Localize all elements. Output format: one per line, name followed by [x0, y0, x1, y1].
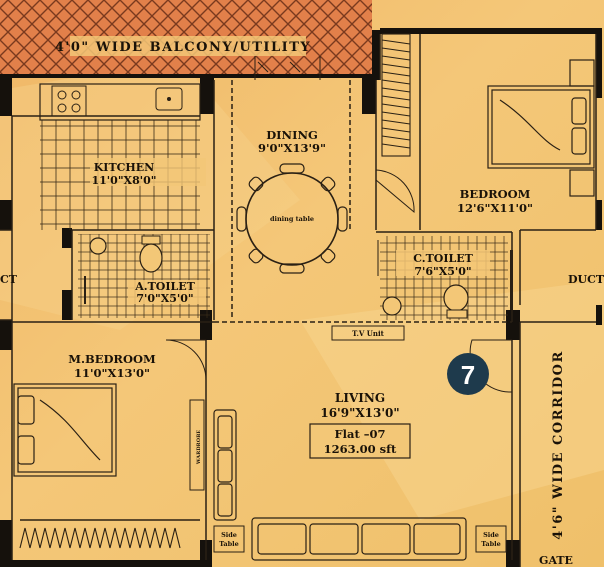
tv-unit: T.V Unit [331, 325, 405, 341]
sofa-left-icon [213, 409, 237, 521]
side-table-label: Table [219, 540, 239, 548]
flat-number: 7 [461, 360, 475, 390]
flat-number-badge: 7 [447, 353, 489, 395]
corridor-label: 4'6" WIDE CORRIDOR [551, 350, 566, 540]
kitchen: KITCHEN 11'0"X8'0" [39, 83, 206, 230]
double-bed-icon [487, 59, 595, 197]
living-size: 16'9"X13'0" [320, 406, 399, 420]
dining-table-label: dining table [270, 215, 314, 223]
flat-info-box [309, 423, 411, 459]
wardrobe-label: WARDROBE [196, 430, 202, 465]
flat-area: 1263.00 sft [324, 442, 397, 456]
stove-icon [51, 85, 87, 117]
walls [0, 28, 602, 567]
balcony-door [254, 56, 321, 80]
dining-size: 9'0"X13'9" [258, 141, 326, 155]
duct-label: DUCT [568, 273, 604, 286]
balcony-utility: 4'0" WIDE BALCONY/UTILITY [0, 0, 372, 78]
wardrobe [381, 33, 411, 157]
dining-area: DINING 9'0"X13'9" dining table [236, 128, 348, 274]
wardrobe-hatch [381, 39, 411, 149]
kitchen-name: KITCHEN [94, 161, 154, 174]
sofa-bottom-icon [251, 517, 467, 561]
sink-icon [155, 87, 183, 111]
bedroom-door [375, 169, 415, 214]
a-toilet-size: 7'0"X5'0" [136, 292, 193, 305]
bedroom: BEDROOM 12'6"X11'0" [375, 33, 595, 215]
c-toilet: C.TOILET 7'6"X5'0" [377, 236, 513, 320]
washbasin-icon [89, 237, 107, 255]
balcony-label: 4'0" WIDE BALCONY/UTILITY [55, 40, 311, 55]
m-bedroom-door [165, 339, 207, 381]
double-bed-icon [13, 383, 117, 477]
wardrobe-unit: WARDROBE [189, 399, 205, 491]
side-table-left: Side Table [213, 525, 245, 553]
side-table-right: Side Table [475, 525, 507, 553]
left-edge-label: CT [0, 273, 18, 286]
kitchen-size: 11'0"X8'0" [91, 174, 156, 187]
flat-label: Flat –07 [334, 427, 385, 441]
c-toilet-size: 7'6"X5'0" [414, 265, 471, 278]
side-table-label: Side [483, 531, 499, 539]
m-bedroom-name: M.BEDROOM [68, 352, 156, 366]
toilet-seat-icon [443, 284, 469, 319]
dining-name: DINING [266, 128, 318, 142]
side-table-label: Table [481, 540, 501, 548]
bedroom-size: 12'6"X11'0" [457, 201, 533, 215]
wardrobe-radiator-icon [19, 527, 181, 549]
bedroom-name: BEDROOM [460, 187, 531, 201]
washbasin-icon [382, 296, 402, 316]
a-toilet-name: A.TOILET [134, 280, 195, 293]
living-name: LIVING [335, 391, 385, 405]
dining-table-icon: dining table [236, 163, 348, 274]
c-toilet-name: C.TOILET [413, 252, 473, 265]
toilet-seat-icon [139, 235, 163, 273]
master-bedroom: M.BEDROOM 11'0"X13'0" WARDROBE [13, 339, 207, 549]
m-bedroom-size: 11'0"X13'0" [74, 366, 150, 380]
a-toilet: A.TOILET 7'0"X5'0" [78, 234, 210, 318]
side-table-label: Side [221, 531, 237, 539]
gate-label: GATE [539, 554, 573, 567]
living-room: LIVING 16'9"X13'0" Flat –07 1263.00 sft … [213, 339, 513, 561]
tv-unit-label: T.V Unit [352, 329, 384, 338]
